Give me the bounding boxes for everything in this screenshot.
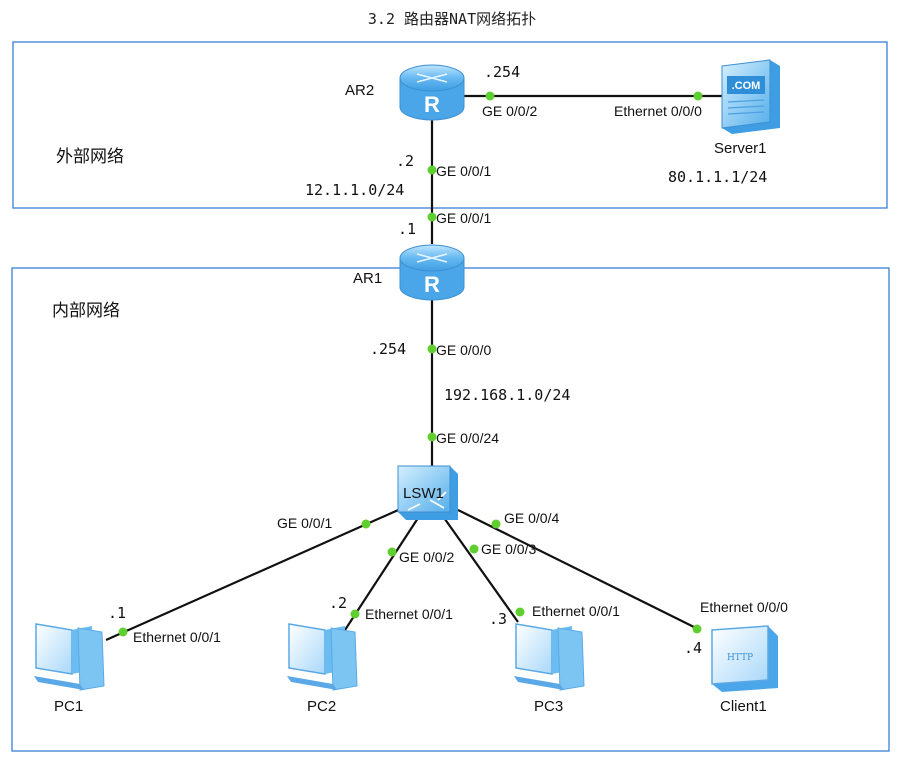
- server1-label: Server1: [714, 140, 767, 157]
- port-dot-lsw-ge002: [387, 547, 397, 557]
- port-label-pc3-eth: Ethernet 0/0/1: [532, 603, 620, 619]
- svg-text:R: R: [424, 272, 440, 297]
- port-label-pc2-eth: Ethernet 0/0/1: [365, 606, 453, 622]
- port-dot-ar1-ge001: [427, 212, 437, 222]
- port-dot-ar1-ge000: [427, 344, 437, 354]
- port-label-ar2-ge001: GE 0/0/1: [436, 163, 491, 179]
- server-icon: .COM: [721, 59, 780, 134]
- client1-ip: .4: [684, 639, 702, 657]
- ar2-label: AR2: [345, 82, 374, 99]
- diagram-title: 3.2 路由器NAT网络拓扑: [368, 10, 536, 28]
- external-zone-label: 外部网络: [56, 147, 124, 167]
- pc2-label: PC2: [307, 698, 336, 715]
- client1-device[interactable]: HTTP: [711, 625, 778, 692]
- pc3-device[interactable]: [514, 623, 585, 691]
- port-dots: [118, 91, 703, 637]
- port-label-lsw-ge004: GE 0/0/4: [504, 510, 559, 526]
- port-dot-client-eth: [692, 624, 702, 634]
- pc1-device[interactable]: [34, 623, 105, 691]
- port-label-ar1-ge000: GE 0/0/0: [436, 342, 491, 358]
- router-ar2[interactable]: R: [399, 64, 465, 121]
- port-dot-pc1-eth: [118, 627, 128, 637]
- port-label-ar1-ge001: GE 0/0/1: [436, 210, 491, 226]
- pc-icon: [287, 623, 358, 691]
- pc-icon: [514, 623, 585, 691]
- pc-icon: [34, 623, 105, 691]
- pc3-label: PC3: [534, 698, 563, 715]
- port-label-ar2-ge002: GE 0/0/2: [482, 103, 537, 119]
- pc2-ip: .2: [329, 594, 347, 612]
- external-zone-box: [12, 41, 888, 209]
- port-label-pc1-eth: Ethernet 0/0/1: [133, 629, 221, 645]
- ar1-label: AR1: [353, 270, 382, 287]
- link-lsw1-client1: [457, 509, 701, 631]
- internal-zone-label: 内部网络: [52, 301, 120, 321]
- lsw1-label: LSW1: [403, 485, 444, 502]
- port-dot-ar2-ge002: [485, 91, 495, 101]
- port-dot-pc2-eth: [350, 609, 360, 619]
- ar1-internal-ip: .254: [370, 340, 406, 358]
- port-label-client-eth: Ethernet 0/0/0: [700, 599, 788, 615]
- pc1-label: PC1: [54, 698, 83, 715]
- link-network: 12.1.1.0/24: [305, 181, 404, 199]
- port-label-lsw-ge003: GE 0/0/3: [481, 541, 536, 557]
- server1-device[interactable]: .COM: [721, 59, 780, 134]
- pc2-device[interactable]: [287, 623, 358, 691]
- port-dot-pc3-eth: [515, 607, 525, 617]
- client-icon: HTTP: [711, 625, 778, 692]
- ar2-external-ip: .254: [484, 63, 520, 81]
- router-icon: R: [399, 244, 465, 301]
- router-ar1[interactable]: R: [399, 244, 465, 301]
- link-lsw1-pc3: [441, 514, 519, 623]
- switch-lsw1[interactable]: [397, 465, 458, 520]
- port-dot-lsw-ge004: [491, 519, 501, 529]
- router-icon: R: [399, 64, 465, 121]
- port-label-lsw-ge001: GE 0/0/1: [277, 515, 332, 531]
- ar2-link-ip: .2: [396, 152, 414, 170]
- svg-text:R: R: [424, 92, 440, 117]
- port-label-lsw-ge002: GE 0/0/2: [399, 549, 454, 565]
- port-dot-lsw-ge003: [469, 544, 479, 554]
- port-dot-lsw-ge001: [361, 519, 371, 529]
- switch-icon: [397, 465, 458, 520]
- pc1-ip: .1: [108, 604, 126, 622]
- port-dot-lsw-ge0024: [427, 432, 437, 442]
- pc3-ip: .3: [489, 610, 507, 628]
- ar1-link-ip: .1: [398, 220, 416, 238]
- client1-label: Client1: [720, 698, 767, 715]
- svg-text:HTTP: HTTP: [727, 653, 753, 663]
- svg-text:.COM: .COM: [732, 80, 761, 92]
- port-dot-ar2-ge001: [427, 165, 437, 175]
- lan-network: 192.168.1.0/24: [444, 386, 570, 404]
- port-label-lsw-ge0024: GE 0/0/24: [436, 430, 499, 446]
- port-label-server-eth000: Ethernet 0/0/0: [614, 103, 702, 119]
- server1-network: 80.1.1.1/24: [668, 168, 767, 186]
- link-lsw1-pc1: [105, 505, 406, 642]
- port-dot-server-eth000: [693, 91, 703, 101]
